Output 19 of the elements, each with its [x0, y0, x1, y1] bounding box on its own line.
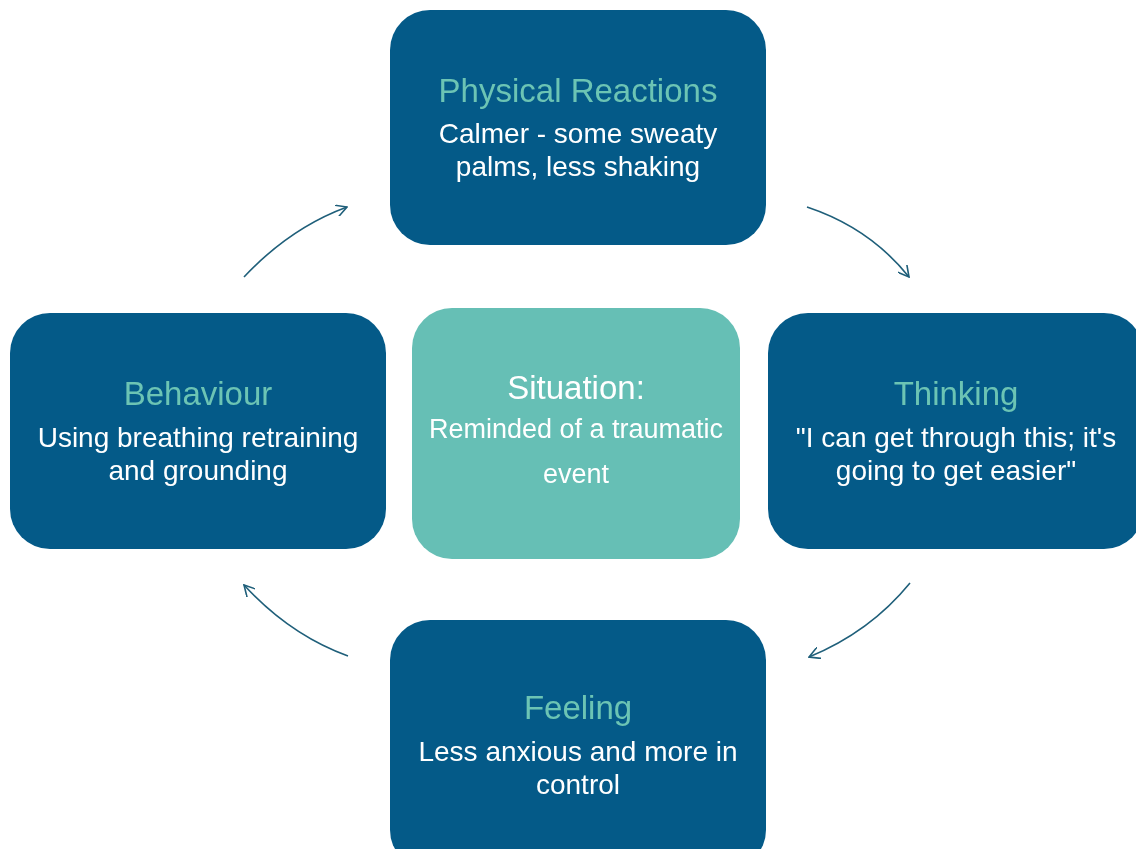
curved-arrow [806, 206, 910, 278]
process-box [10, 313, 386, 549]
curved-arrow [808, 582, 911, 659]
box-heading: Situation: [507, 368, 645, 407]
process-box [390, 620, 766, 849]
curved-arrow [243, 584, 349, 657]
box-text: "I can get through this; it's going to get easier" [794, 420, 1118, 487]
situation-box [412, 308, 740, 559]
box-heading: Thinking [893, 375, 1019, 413]
curved-arrow [243, 204, 348, 278]
box-heading: Feeling [523, 689, 633, 727]
box-text: Calmer - some sweaty palms, less shaking [437, 117, 719, 184]
box-heading: Physical Reactions [438, 71, 718, 110]
process-box [390, 10, 766, 245]
box-text: Using breathing retraining and grounding [36, 420, 360, 487]
box-text: Less anxious and more in control [417, 734, 739, 801]
process-box [768, 313, 1136, 549]
box-heading: Behaviour [123, 375, 273, 413]
box-text: Reminded of a traumatic event [427, 412, 725, 492]
